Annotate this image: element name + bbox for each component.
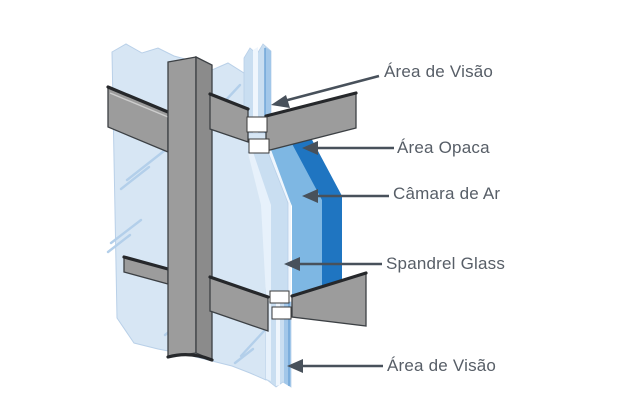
mullion-front-face [167,56,197,358]
mullion [166,55,214,362]
gasket [269,290,290,304]
gasket [248,138,270,154]
label-area-opaca: Área Opaca [397,138,490,157]
transom-upper-right [208,91,358,152]
spandrel-glass-highlight [248,152,271,296]
glazing-inner-pane-edge [265,47,271,133]
transom-top-edge [208,92,250,111]
transom-upper-left [106,85,170,153]
label-area-de-visao-bottom: Área de Visão [387,356,497,375]
arrow-area-de-visao-bottom [287,359,383,373]
leader-arrows [271,74,394,373]
vision-glass-bottom-edge [265,301,292,388]
glazing-cavity [276,302,280,386]
glazing-cavity [253,47,258,133]
transom-lower-right [208,271,368,332]
transom-top-edge [264,91,358,118]
label-camara-de-ar: Câmara de Ar [393,184,501,203]
arrow-camara-de-ar [302,189,389,203]
mullion-bottom-edge [166,353,214,362]
gasket [271,306,292,320]
arrow-area-de-visao-top [271,74,380,108]
arrow-area-opaca [302,141,394,155]
spandrel-backpan-dark [288,136,342,296]
arrow-spandrel-glass [284,257,382,271]
gasket [246,116,268,133]
glazing-gaskets [246,116,292,320]
air-chamber-layer [266,140,322,300]
transom-top-edge [122,255,170,271]
transom-top-edge [290,271,368,298]
transom-highlight [109,92,169,118]
spandrel-assembly [247,136,342,300]
label-spandrel-glass: Spandrel Glass [386,254,506,273]
label-area-de-visao-top: Área de Visão [384,62,494,81]
transom-top-edge [208,275,270,299]
transom-top-edge [106,85,170,114]
